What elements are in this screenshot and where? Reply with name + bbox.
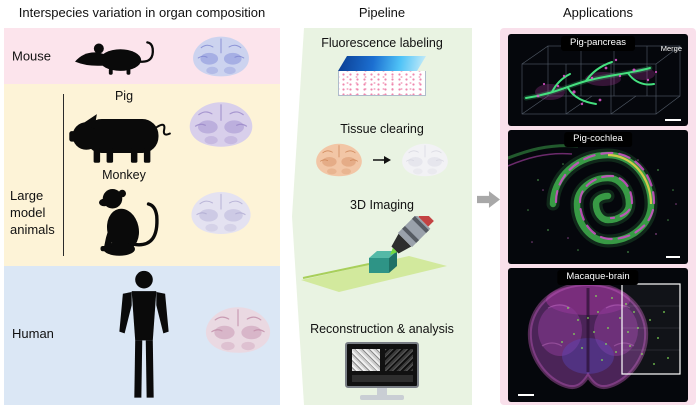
scale-bar	[518, 394, 534, 396]
flow-arrow-icon	[477, 191, 500, 208]
mouse-icon	[75, 41, 154, 75]
step-fluorescence-labeling: Fluorescence labeling	[321, 36, 443, 50]
monitor-neck	[377, 388, 387, 395]
step-reconstruction-analysis: Reconstruction & analysis	[310, 322, 454, 336]
human-row-label: Human	[12, 326, 54, 341]
mouse-row-label: Mouse	[12, 48, 52, 64]
macaque-brain-render	[527, 281, 681, 389]
pipeline-panel: Fluorescence labeling Tissue clearing 3D…	[292, 28, 472, 405]
light-sheet-microscope-icon	[301, 216, 447, 292]
pig-pancreas-label: Pig-pancreas	[561, 36, 635, 51]
pancreas-3d-render	[521, 45, 681, 115]
human-icon	[119, 270, 169, 398]
cochlea-3d-render	[508, 144, 677, 253]
pig-cochlea-label: Pig-cochlea	[564, 132, 632, 147]
left-panel-title: Interspecies variation in organ composit…	[18, 5, 266, 20]
scale-bar	[666, 256, 680, 258]
reconstruction-image-a	[352, 349, 380, 371]
pig-pancreas-image: Pig-pancreas Merge	[508, 34, 688, 126]
pig-cochlea-image: Pig-cochlea	[508, 130, 688, 264]
pig-brain-section-icon	[184, 98, 258, 151]
step-3d-imaging: 3D Imaging	[350, 198, 414, 212]
pipeline-title: Pipeline	[358, 5, 406, 20]
macaque-brain-label: Macaque-brain	[557, 270, 639, 285]
staining-dish-top	[338, 56, 426, 71]
human-row: Human	[4, 266, 280, 405]
monkey-label: Monkey	[102, 168, 146, 182]
monkey-icon	[99, 189, 159, 256]
macaque-brain-image: Macaque-brain	[508, 268, 688, 402]
species-panel: Mouse Large model animals Pig	[4, 28, 280, 405]
pig-icon	[69, 114, 171, 163]
monitor-icon	[345, 342, 419, 400]
large-model-animals-row: Large model animals Pig Monkey	[4, 84, 280, 266]
mouse-brain-section-icon	[186, 33, 256, 80]
large-model-animals-label: Large model animals	[10, 188, 55, 237]
reconstruction-image-b	[385, 349, 413, 371]
opaque-brain-icon	[312, 140, 366, 180]
staining-dish-icon	[338, 56, 426, 96]
monitor-taskbar	[352, 375, 413, 382]
step-tissue-clearing: Tissue clearing	[340, 122, 424, 136]
applications-panel: Pig-pancreas Merge	[500, 28, 696, 405]
merge-channel-label: Merge	[660, 44, 682, 53]
cleared-brain-icon	[398, 140, 452, 180]
tissue-clearing-icon	[292, 140, 472, 180]
applications-title: Applications	[562, 5, 634, 20]
pig-label: Pig	[114, 89, 134, 103]
monitor-screen	[345, 342, 419, 388]
monkey-brain-section-icon	[186, 188, 256, 238]
mouse-row: Mouse	[4, 28, 280, 84]
human-brain-section-icon	[200, 302, 276, 358]
stained-tissue-section	[338, 71, 426, 96]
divider	[63, 94, 64, 256]
scale-bar	[665, 119, 681, 121]
arrow-right-icon	[373, 156, 391, 164]
monitor-base	[360, 395, 404, 400]
